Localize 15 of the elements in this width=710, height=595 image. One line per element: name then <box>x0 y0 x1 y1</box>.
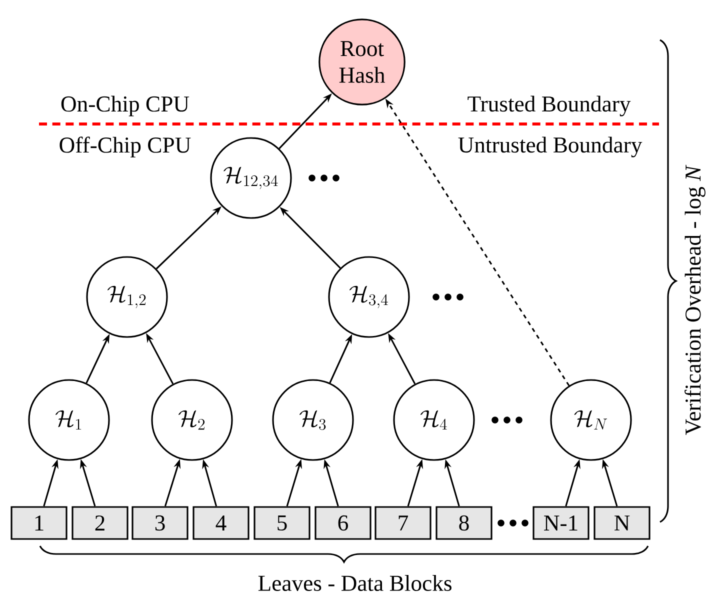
brace-label: Verification Overhead - log N <box>684 164 706 435</box>
region-label: On-Chip CPU <box>61 96 190 116</box>
leaf-box: 7 <box>374 506 432 540</box>
boundary-label: Trusted Boundary <box>468 96 631 116</box>
leaf-box: N <box>594 506 650 540</box>
leaf-box: 6 <box>314 506 372 540</box>
leaf-box: 1 <box>10 506 68 540</box>
leaf-box: 4 <box>192 506 250 540</box>
leaf-box: N-1 <box>532 506 590 540</box>
boundary-label: Untrusted Boundary <box>458 136 642 158</box>
leaf-box: 2 <box>72 506 128 540</box>
brace-label: Leaves - Data Blocks <box>258 575 452 591</box>
leaf-box: 3 <box>132 506 188 540</box>
leaf-box: 8 <box>436 506 492 540</box>
leaf-box: 5 <box>254 506 310 540</box>
